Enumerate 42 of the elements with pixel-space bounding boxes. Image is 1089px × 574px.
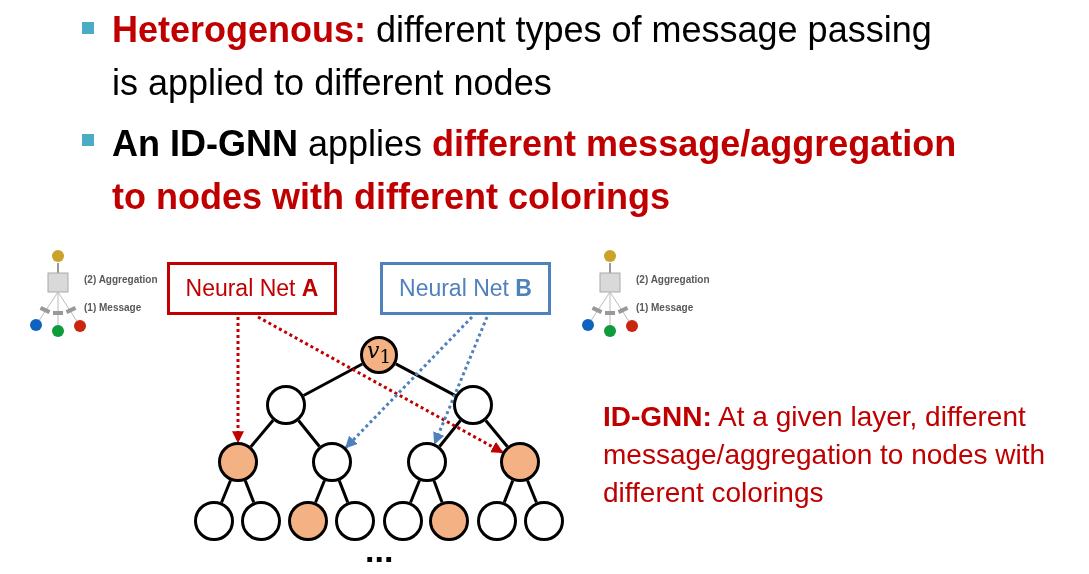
- tree-edge: [302, 362, 363, 397]
- tree-edge: [249, 419, 275, 448]
- tree-edge: [526, 479, 538, 504]
- graph-node-circle: [383, 501, 423, 541]
- graph-node-circle: [407, 442, 447, 482]
- ellipsis-text: ...: [365, 533, 394, 567]
- graph-node-circle: [312, 442, 352, 482]
- graph-node-circle: [241, 501, 281, 541]
- graph-node-circle: [524, 501, 564, 541]
- caption-text: (1) Message: [636, 302, 694, 313]
- graph-node-circle: [194, 501, 234, 541]
- caption-text: (1) Message: [84, 302, 142, 313]
- graph-node-circle: [288, 501, 328, 541]
- tree-edge: [337, 480, 350, 503]
- dotted-arrow: [232, 317, 244, 444]
- tree-edge: [432, 480, 444, 503]
- neural-net-box: Neural Net B: [380, 262, 551, 315]
- tree-edge: [502, 480, 515, 503]
- tree-edge: [484, 419, 509, 448]
- description-text: ID-GNN: At a given layer, different message/aggregation to nodes with different colorings: [603, 400, 1047, 510]
- dotted-arrow: [257, 315, 504, 454]
- dotted-arrow: [433, 316, 489, 445]
- graph-node-circle: [218, 442, 258, 482]
- tree-edge: [220, 479, 232, 504]
- bullet-text: An ID-GNN applies different message/aggregation to nodes with different colorings: [112, 122, 957, 219]
- graph-node-circle: [335, 501, 375, 541]
- graph-node-circle: [429, 501, 469, 541]
- tree-edge: [395, 362, 457, 397]
- graph-node-circle: [477, 501, 517, 541]
- neural-net-box: Neural Net A: [167, 262, 337, 315]
- tree-edge: [314, 479, 326, 504]
- graph-node-circle: [500, 442, 540, 482]
- tree-edge: [438, 419, 462, 448]
- tree-edge: [297, 419, 321, 448]
- graph-node-circle: [453, 385, 493, 425]
- graph-node-circle: [266, 385, 306, 425]
- graph-node-circle: v$_{1}$: [360, 336, 398, 374]
- caption-text: (2) Aggregation: [636, 274, 710, 285]
- tree-edge: [409, 479, 421, 504]
- dotted-arrow: [344, 315, 474, 449]
- tree-edge: [243, 480, 256, 503]
- caption-text: (2) Aggregation: [84, 274, 158, 285]
